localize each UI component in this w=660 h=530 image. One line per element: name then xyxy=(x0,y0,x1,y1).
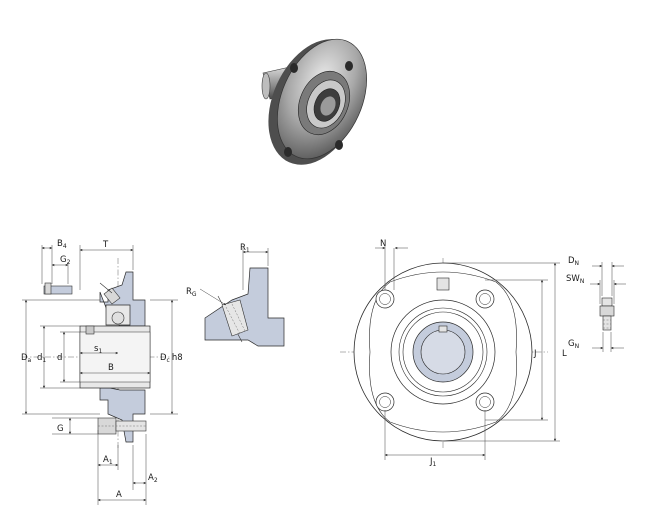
label-L: L xyxy=(562,349,567,359)
label-B4: B4 xyxy=(57,239,67,250)
label-J1: J1 xyxy=(429,457,437,468)
label-d: d xyxy=(57,353,62,363)
label-Da: Da xyxy=(21,353,32,364)
label-G2: G2 xyxy=(60,255,71,266)
label-B: B xyxy=(108,363,114,373)
label-A2: A2 xyxy=(148,473,158,484)
label-s1: s1 xyxy=(94,344,102,355)
label-DN: DN xyxy=(568,256,579,267)
label-A1: A1 xyxy=(103,455,113,466)
label-J: J xyxy=(533,349,537,359)
label-SWN: SWN xyxy=(566,274,584,285)
grease-nipple-detail: DN SWN GN xyxy=(566,256,626,352)
label-A: A xyxy=(116,490,122,500)
label-RG: RG xyxy=(186,287,197,298)
detail-view: R1 RG xyxy=(186,243,285,347)
label-GN: GN xyxy=(568,339,579,350)
label-T: T xyxy=(102,240,109,250)
front-view: N J L J1 xyxy=(340,239,567,468)
product-render xyxy=(261,38,367,165)
label-d1: d1 xyxy=(37,353,46,364)
label-R1: R1 xyxy=(240,243,250,254)
label-N: N xyxy=(380,239,386,249)
label-G: G xyxy=(57,424,64,434)
